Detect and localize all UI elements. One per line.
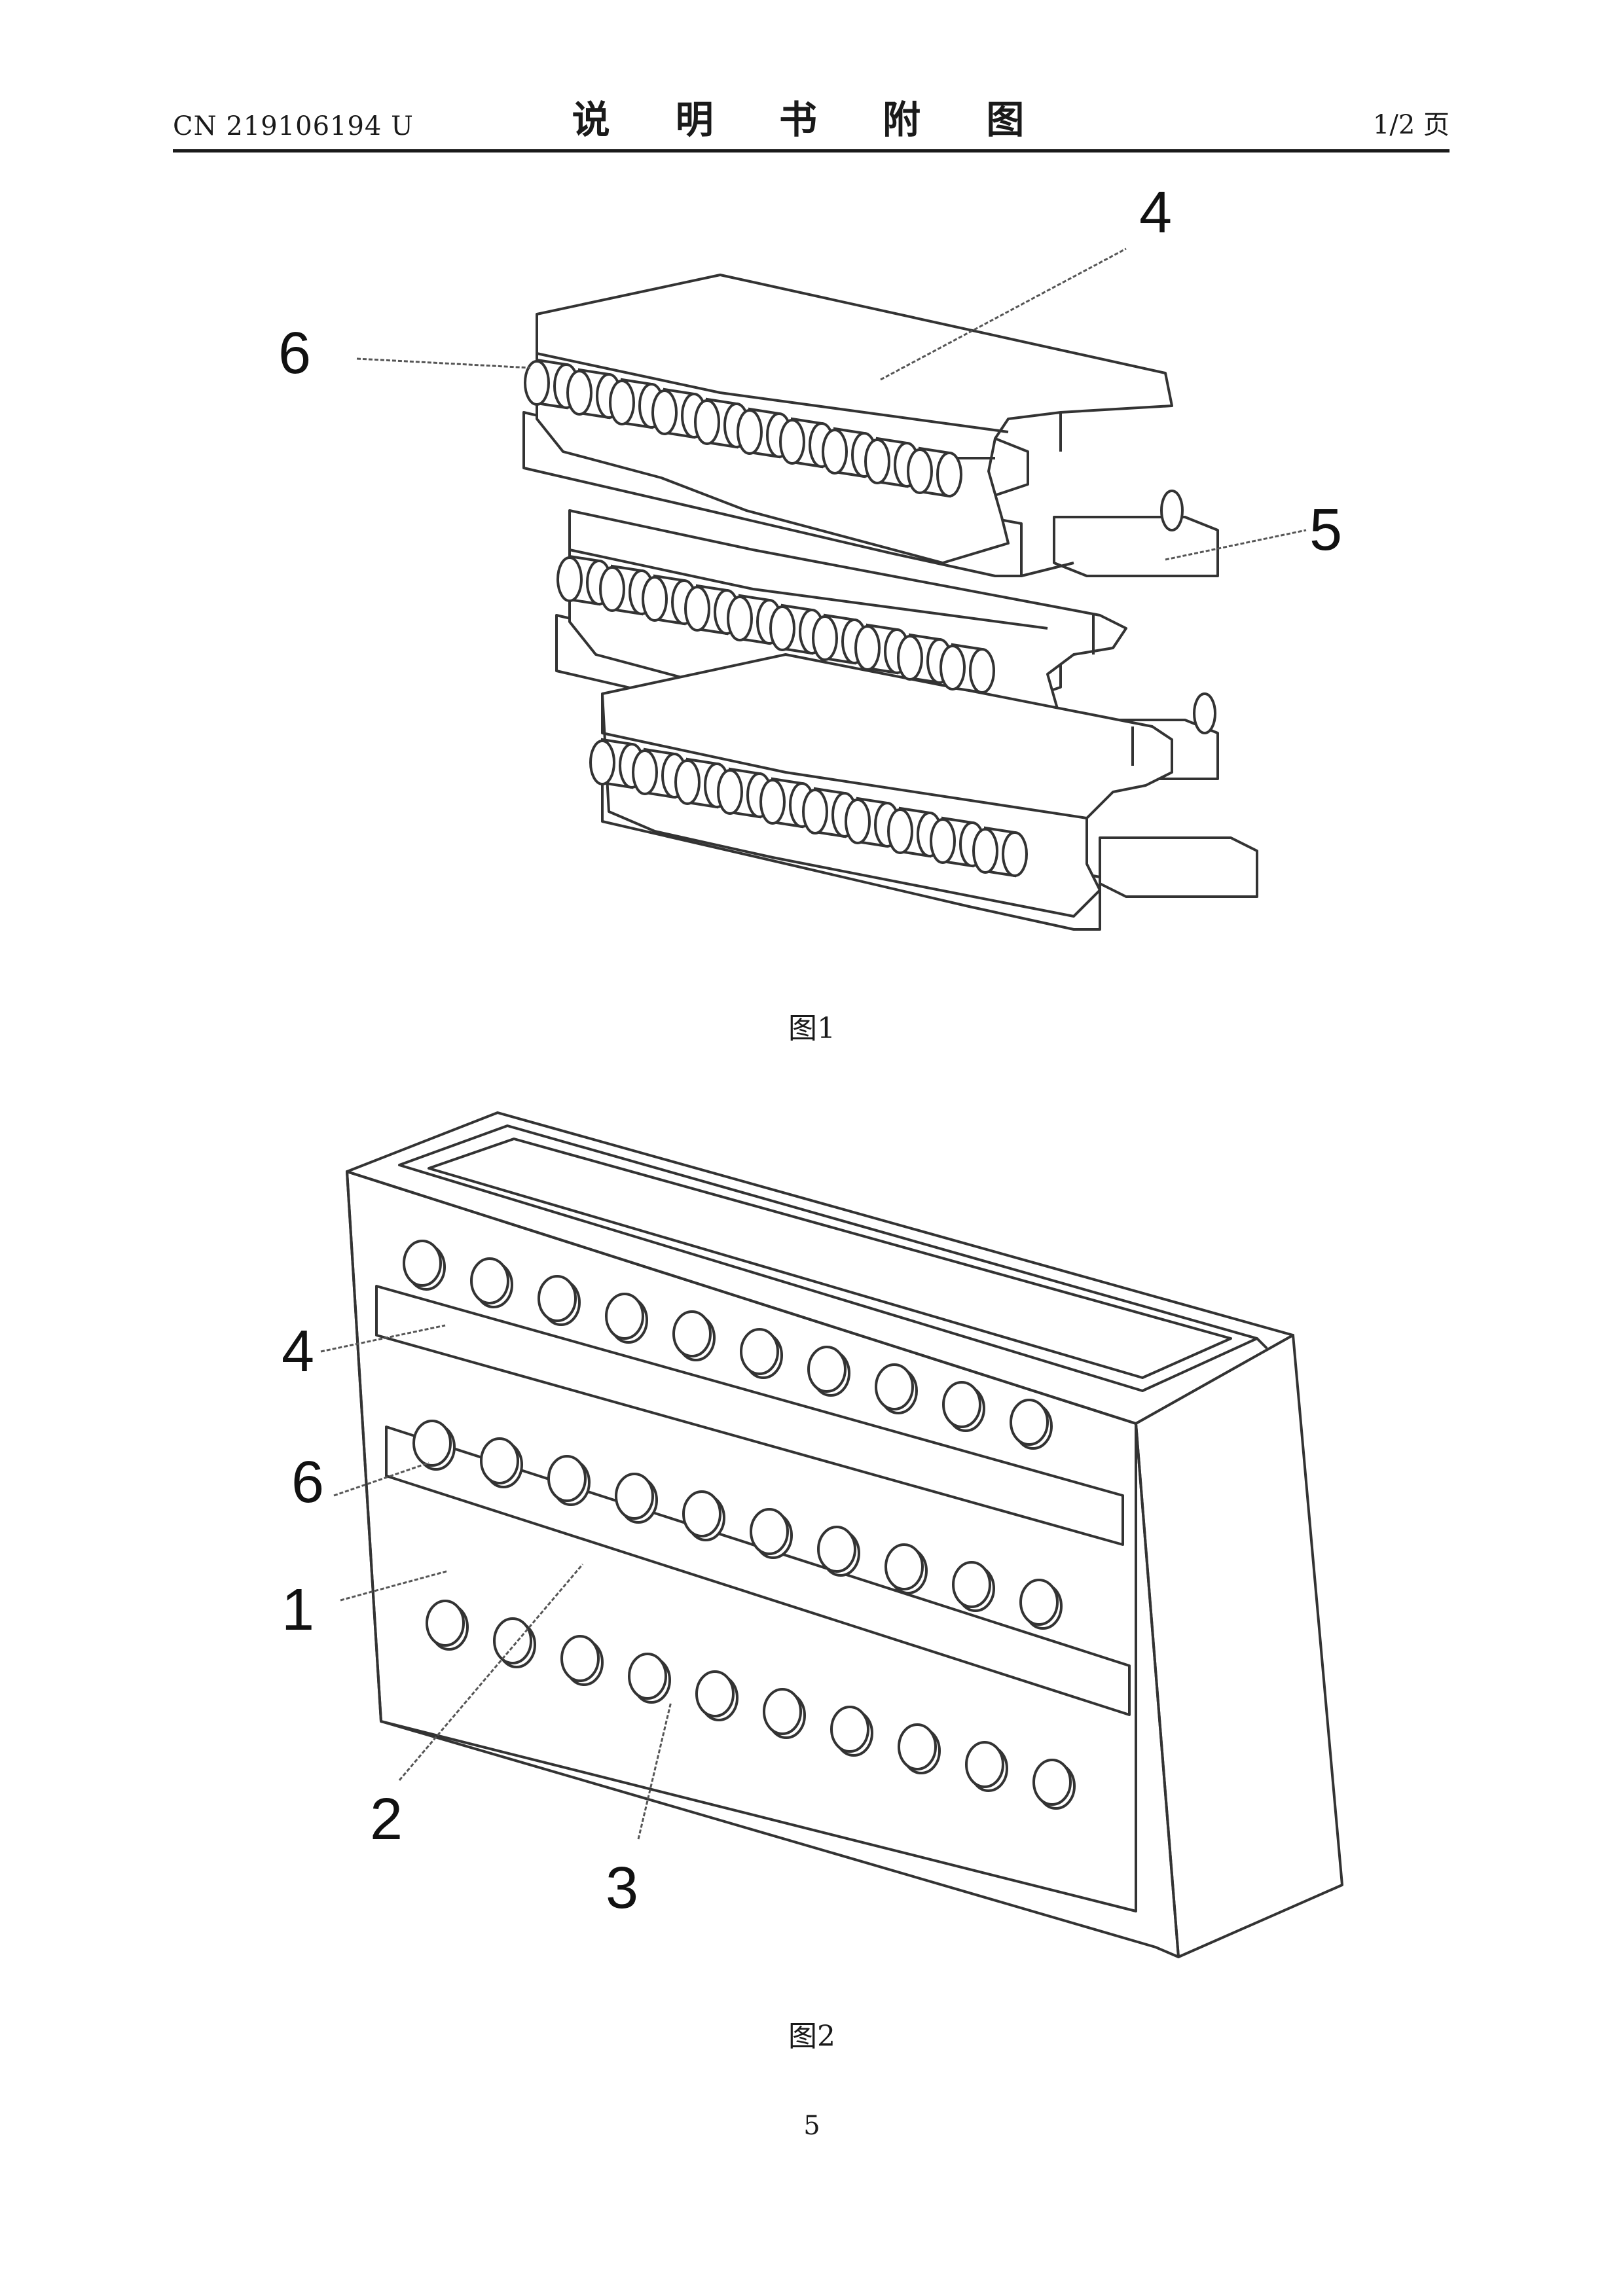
callout-numbers-2: 4 6 1 2 3: [282, 1319, 638, 1921]
page-number: 5: [803, 2111, 820, 2141]
stud: [682, 1490, 725, 1541]
roller-cylinder: [556, 554, 612, 606]
stud: [952, 1561, 995, 1612]
leader-lines-2: [320, 1324, 672, 1840]
stud: [1010, 1399, 1053, 1450]
stud: [412, 1420, 456, 1471]
roller-cylinder: [907, 446, 962, 498]
stud: [965, 1741, 1008, 1792]
stud: [942, 1381, 985, 1432]
header-title: 说 明 书 附 图: [572, 98, 1051, 142]
stud: [740, 1328, 783, 1379]
module-top: [522, 274, 1219, 577]
callout-3: 3: [606, 1856, 638, 1921]
stud: [830, 1706, 873, 1757]
stud: [470, 1257, 513, 1308]
roller-cylinder: [684, 584, 740, 636]
callout-6: 6: [278, 321, 311, 386]
stud: [875, 1363, 918, 1414]
sheet-number: 1/2 页: [1372, 110, 1450, 140]
stud: [817, 1526, 860, 1577]
callout-4: 4: [1139, 180, 1172, 245]
header-rule: [173, 149, 1450, 152]
callout-6: 6: [291, 1450, 324, 1515]
figure-1-caption: 图1: [788, 1012, 835, 1045]
stud: [807, 1346, 850, 1397]
roller-rows: [524, 358, 1028, 878]
stud: [884, 1543, 928, 1594]
stud: [672, 1310, 716, 1361]
callout-numbers: 4 6 5: [278, 180, 1342, 563]
roller-cylinder: [589, 738, 645, 789]
stud: [763, 1688, 806, 1739]
stud: [480, 1437, 523, 1488]
stud: [560, 1635, 604, 1686]
stud: [403, 1240, 446, 1291]
stud-rows: [403, 1240, 1076, 1810]
page-header: CN 219106194 U 说 明 书 附 图 1/2 页: [173, 92, 1450, 151]
callout-2: 2: [370, 1787, 403, 1852]
stud: [1019, 1579, 1063, 1630]
callout-4: 4: [282, 1319, 314, 1384]
roller-cylinder: [972, 826, 1028, 878]
callout-1: 1: [282, 1577, 314, 1643]
figure-2-drawing: 4 6 1 2 3: [282, 1111, 1343, 1958]
stud: [898, 1723, 941, 1774]
figure-2-caption: 图2: [788, 2020, 835, 2053]
stud: [695, 1670, 739, 1721]
publication-number: CN 219106194 U: [173, 111, 414, 141]
roller-cylinder: [864, 437, 920, 488]
stud: [605, 1293, 648, 1344]
roller-cylinder: [599, 564, 655, 616]
slot-upper: [375, 1285, 1124, 1546]
stud: [750, 1508, 793, 1559]
stud: [615, 1473, 658, 1524]
stud: [1032, 1759, 1076, 1810]
roller-cylinder: [939, 643, 995, 694]
stud: [628, 1653, 671, 1704]
side-pins: [1160, 490, 1216, 734]
stud: [547, 1455, 591, 1506]
leader-lines: [356, 247, 1307, 561]
stud: [493, 1617, 536, 1668]
stud: [538, 1275, 581, 1326]
roller-cylinder: [930, 816, 985, 868]
roller-cylinder: [642, 574, 697, 626]
stud: [426, 1600, 469, 1651]
figure-1-drawing: 4 6 5: [278, 180, 1342, 931]
callout-5: 5: [1309, 497, 1342, 563]
